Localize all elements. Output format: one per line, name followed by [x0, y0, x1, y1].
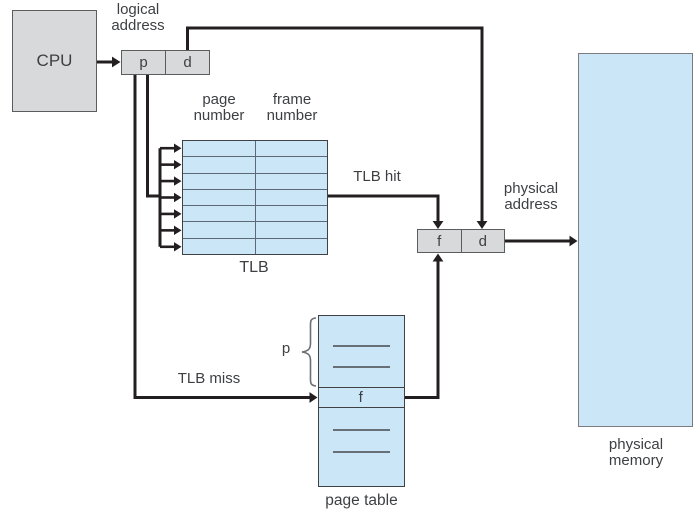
wire-tlb-hit: [328, 196, 438, 221]
p-range-brace: [302, 318, 316, 386]
page-table-frame-entry: f: [318, 387, 404, 408]
page-table-caption: page table: [311, 493, 412, 509]
cpu-box: CPU: [12, 10, 97, 112]
tlb-row-arrowhead: [174, 193, 182, 202]
logical-address-caption: logical address: [96, 2, 180, 33]
logical-page-cell: p: [122, 51, 165, 74]
physical-offset-cell: d: [461, 230, 505, 252]
tlb-miss-label: TLB miss: [163, 371, 255, 387]
tlb-row-arrowhead: [174, 226, 182, 235]
page-table-box: f: [318, 315, 405, 487]
arrowhead-tlb-miss-into-page-table: [310, 392, 318, 403]
cpu-label: CPU: [37, 51, 73, 71]
tlb-table: [182, 140, 328, 255]
arrowhead-return-into-f: [433, 254, 444, 262]
tlb-row-arrowhead: [174, 176, 182, 185]
physical-address-caption: physical address: [491, 181, 571, 212]
wire-page-table-return: [405, 262, 438, 398]
physical-memory-box: [578, 53, 693, 427]
tlb-column-divider: [255, 141, 256, 254]
tlb-frame-number-header: frame number: [256, 92, 328, 123]
arrowhead-cpu-to-logical: [112, 57, 121, 68]
tlb-row-arrowhead: [174, 242, 182, 251]
logical-offset-cell: d: [165, 51, 209, 74]
tlb-row-arrowhead: [174, 160, 182, 169]
tlb-row-arrowhead: [174, 209, 182, 218]
wire-p-to-tlb: [148, 75, 161, 196]
arrowhead-into-physical-memory: [570, 236, 578, 247]
tlb-page-number-header: page number: [183, 92, 255, 123]
physical-frame-cell: f: [418, 230, 461, 252]
page-table-index-label: p: [276, 341, 296, 357]
physical-memory-caption: physical memory: [596, 437, 676, 468]
arrowhead-tlb-hit-into-f: [433, 221, 444, 229]
tlb-hit-label: TLB hit: [337, 169, 417, 185]
tlb-row-arrows: [160, 144, 182, 252]
physical-address-box: f d: [417, 229, 505, 253]
logical-address-box: p d: [121, 50, 210, 75]
arrowhead-offset-into-d: [477, 221, 488, 229]
tlb-row-arrowhead: [174, 144, 182, 153]
tlb-caption: TLB: [224, 260, 284, 276]
